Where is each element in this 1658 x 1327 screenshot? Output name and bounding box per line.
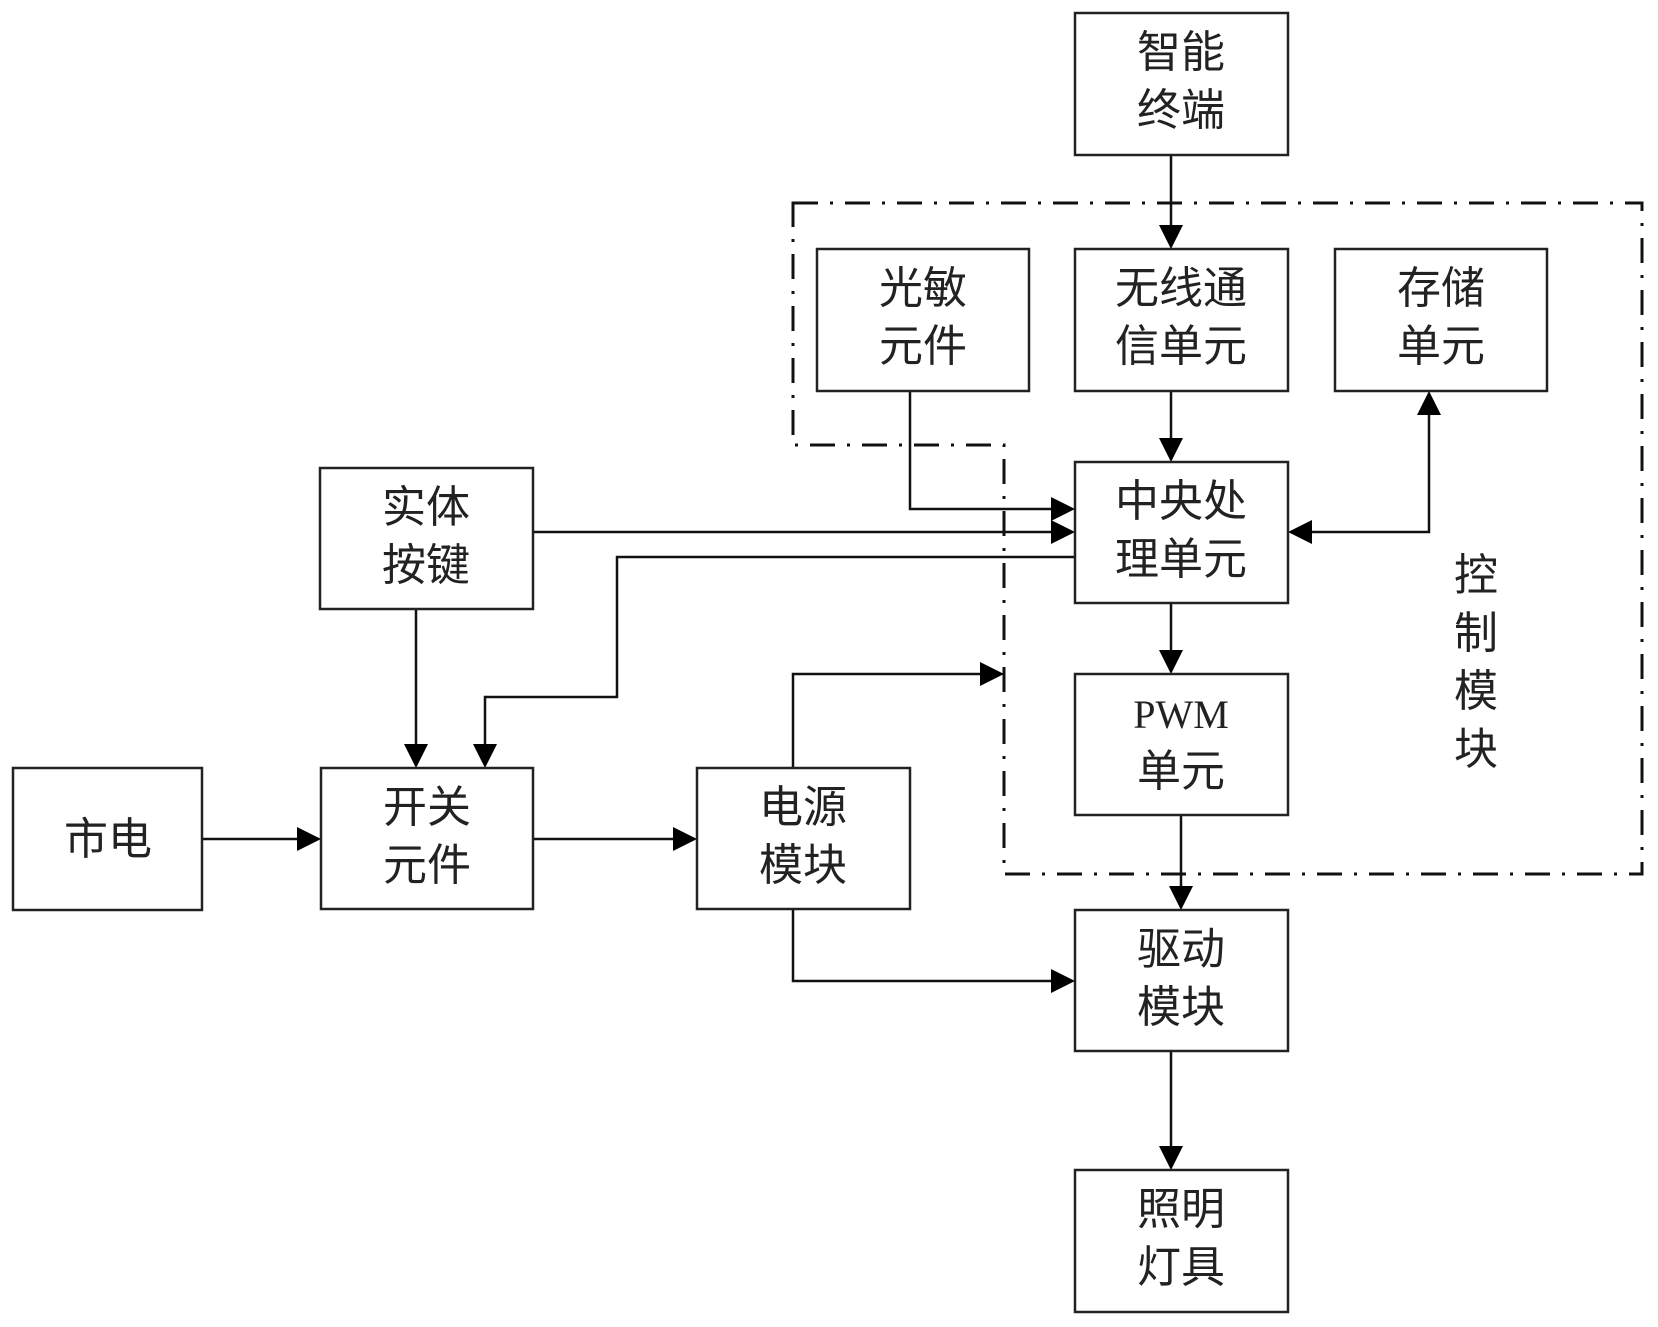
- block-label: 电源: [759, 782, 847, 833]
- control-module-label: 控 制 模 块: [1454, 550, 1498, 775]
- block-label: 无线通: [1115, 263, 1247, 314]
- arrow-down-icon: [1169, 886, 1193, 910]
- block-label: 单元: [1397, 321, 1485, 372]
- block-label: 市电: [64, 814, 152, 865]
- arrow-down-icon: [1159, 438, 1183, 462]
- arrow-right-icon: [673, 827, 697, 851]
- block-label: 模块: [759, 840, 847, 891]
- control-module-label-char: 制: [1454, 608, 1498, 659]
- block-driver-module: 驱动 模块: [1073, 908, 1290, 1053]
- block-smart-terminal: 智能 终端: [1073, 11, 1290, 157]
- arrow-down-icon: [404, 744, 428, 768]
- arrow-down-icon: [1159, 1146, 1183, 1170]
- arrowheads: [297, 225, 1441, 1170]
- block-lighting: 照明 灯具: [1073, 1168, 1290, 1314]
- block-storage-unit: 存储 单元: [1333, 247, 1549, 393]
- block-label: 模块: [1137, 982, 1225, 1033]
- block-label: 智能: [1137, 27, 1225, 78]
- block-mains: 市电: [11, 766, 204, 912]
- control-module-label-char: 控: [1454, 550, 1498, 601]
- block-label: 灯具: [1137, 1242, 1225, 1293]
- arrow-down-icon: [1159, 225, 1183, 249]
- block-label: 光敏: [879, 263, 967, 314]
- control-module-label-char: 块: [1454, 724, 1498, 775]
- arrow-right-icon: [297, 827, 321, 851]
- control-module-boundary: [791, 201, 1644, 876]
- arrow-up-icon: [1417, 391, 1441, 415]
- arrow-down-icon: [473, 744, 497, 768]
- block-switch: 开关 元件: [319, 766, 535, 911]
- wire-sensor-to-cpu: [908, 391, 1060, 511]
- block-label: 驱动: [1137, 924, 1225, 975]
- block-label: 理单元: [1115, 534, 1247, 585]
- block-wireless-unit: 无线通 信单元: [1073, 247, 1290, 393]
- block-label: 元件: [383, 840, 471, 891]
- wire-power-to-control: [791, 672, 990, 768]
- block-label: 元件: [879, 321, 967, 372]
- block-label: 终端: [1137, 85, 1225, 136]
- arrow-left-icon: [1288, 520, 1312, 544]
- block-label: 存储: [1397, 263, 1485, 314]
- block-power-module: 电源 模块: [695, 766, 912, 911]
- arrow-right-icon: [980, 662, 1004, 686]
- arrow-right-icon: [1051, 520, 1075, 544]
- block-label: 照明: [1137, 1184, 1225, 1235]
- block-label: 开关: [383, 782, 471, 833]
- block-label: 按键: [382, 540, 470, 591]
- control-module-label-char: 模: [1454, 666, 1498, 717]
- block-label: 单元: [1137, 746, 1225, 797]
- arrow-down-icon: [1159, 650, 1183, 674]
- block-label: 实体: [382, 482, 470, 533]
- block-label: 信单元: [1115, 321, 1247, 372]
- wire-cpu-to-switch: [483, 555, 1075, 754]
- block-label: PWM: [1133, 692, 1229, 737]
- wire-power-to-driver: [791, 909, 1061, 983]
- block-light-sensor: 光敏 元件: [815, 247, 1031, 393]
- connections: [202, 155, 1431, 1156]
- block-pwm-unit: PWM 单元: [1073, 672, 1290, 817]
- block-label: 中央处: [1115, 476, 1247, 527]
- arrow-right-icon: [1051, 969, 1075, 993]
- block-physical-button: 实体 按键: [318, 466, 535, 611]
- wire-cpu-storage: [1302, 405, 1431, 534]
- block-cpu: 中央处 理单元: [1073, 460, 1290, 605]
- arrow-right-icon: [1051, 497, 1075, 521]
